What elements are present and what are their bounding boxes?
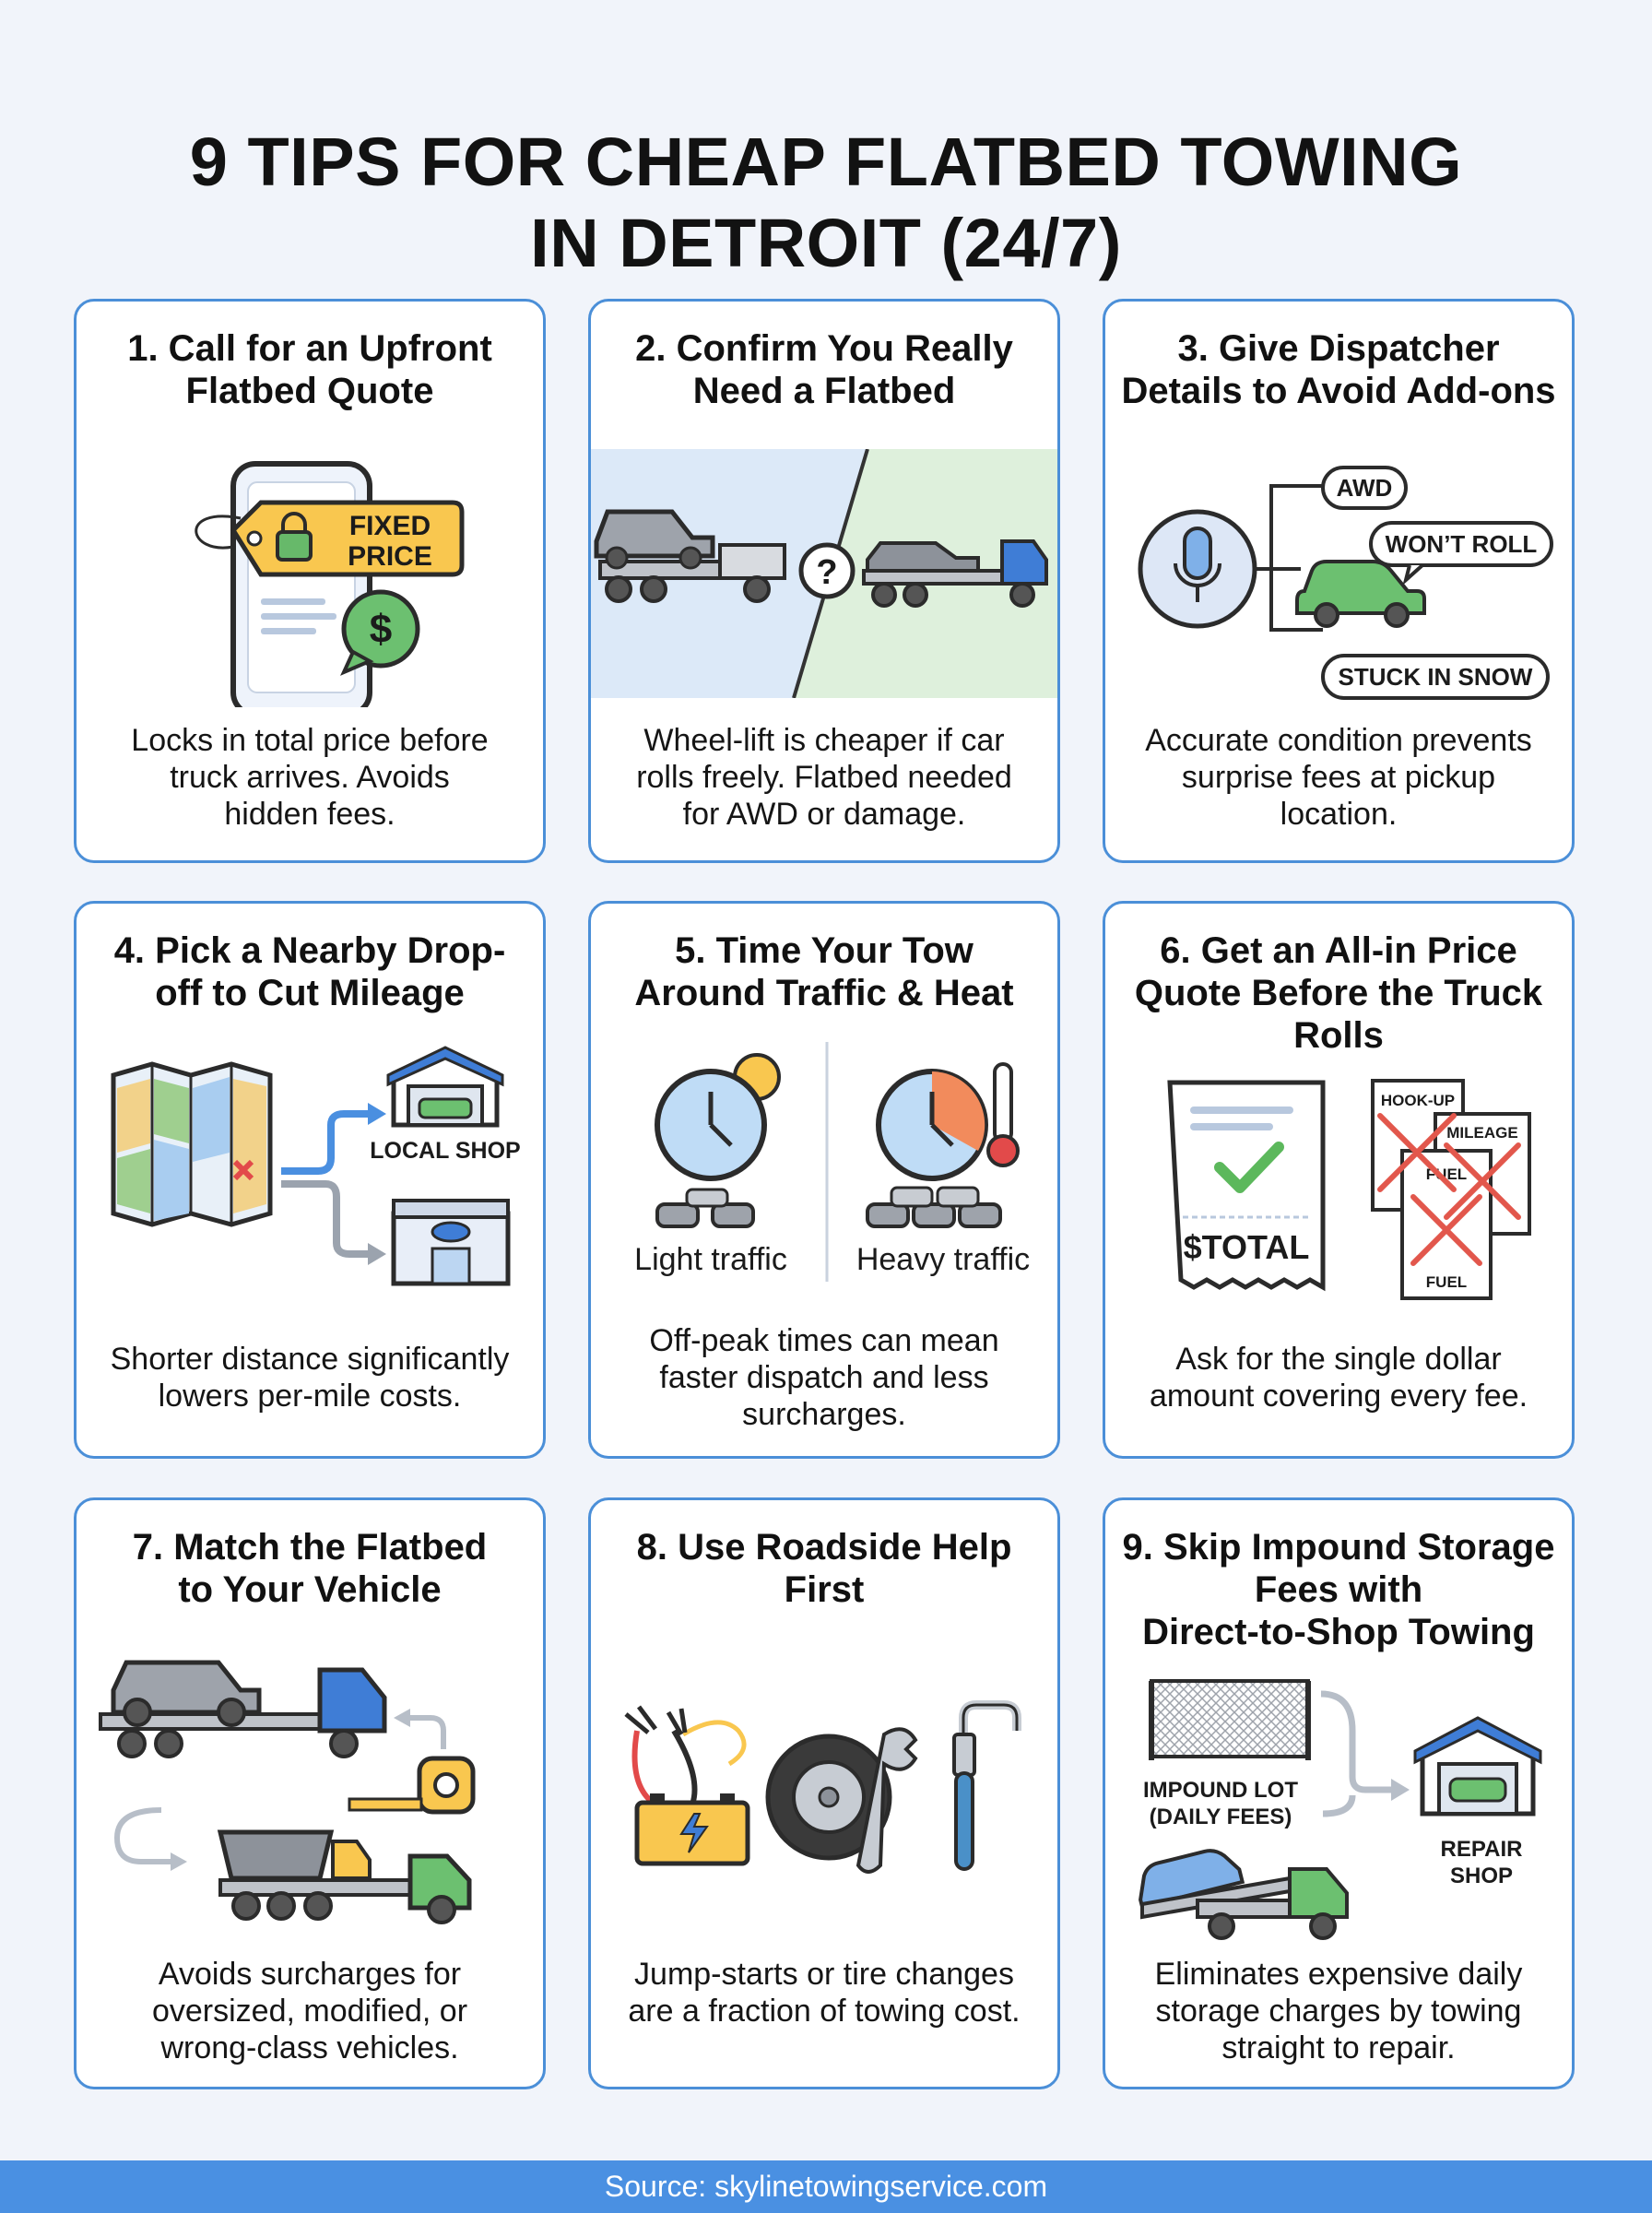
tip-card-9-title: 9. Skip Impound Storage Fees with Direct…	[1122, 1527, 1555, 1652]
wheel-lift-vs-flatbed-illustration: ?	[591, 449, 1057, 698]
page-title: 9 TIPS FOR CHEAP FLATBED TOWING IN DETRO…	[0, 122, 1652, 284]
tag-label-line-1: FIXED	[349, 511, 431, 541]
dispatcher-details-illustration: AWD WON’T ROLL STUCK IN SNOW	[1138, 466, 1553, 700]
svg-text:AWD: AWD	[1337, 474, 1393, 502]
tip-card-2: 2. Confirm You Really Need a Flatbed ?	[588, 299, 1060, 863]
tire-wrench-icon	[765, 1727, 918, 1874]
source-footer: Source: skylinetowingservice.com	[0, 2160, 1652, 2213]
garage-icon	[386, 1046, 504, 1128]
impound-lot-label-2: (DAILY FEES)	[1150, 1805, 1292, 1829]
bubble-stuck-in-snow: STUCK IN SNOW	[1321, 654, 1550, 700]
impound-fence-icon	[1149, 1679, 1311, 1760]
repair-shop-label-2: SHOP	[1450, 1864, 1513, 1888]
bubble-awd: AWD	[1321, 466, 1408, 510]
wheel-lift-truck-icon	[594, 509, 786, 603]
car-icon	[1295, 560, 1426, 628]
cross-icon	[1377, 1113, 1521, 1266]
lock-icon	[276, 512, 313, 562]
tow-truck-icon	[1139, 1849, 1349, 1940]
roadside-help-illustration	[624, 1700, 1021, 1874]
tip-card-3: 3. Give Dispatcher Details to Avoid Add-…	[1103, 299, 1575, 863]
tip-card-6-desc: Ask for the single dollar amount coverin…	[1149, 1342, 1528, 1414]
svg-text:HOOK-UP: HOOK-UP	[1381, 1092, 1455, 1109]
question-icon: ?	[798, 542, 856, 599]
bubble-wont-roll: WON’T ROLL	[1369, 521, 1553, 586]
tip-card-5: 5. Time Your Tow Around Traffic & Heat L…	[588, 901, 1060, 1459]
match-flatbed-illustration	[99, 1660, 476, 1924]
lockout-tool-icon	[952, 1700, 1021, 1871]
svg-text:$: $	[370, 607, 392, 652]
impound-skip-illustration: IMPOUND LOT (DAILY FEES) REPAIR SHOP	[1139, 1679, 1542, 1940]
svg-text:FUEL: FUEL	[1426, 1273, 1467, 1291]
svg-text:WON’T ROLL: WON’T ROLL	[1386, 530, 1538, 558]
tip-card-4-title: 4. Pick a Nearby Drop- off to Cut Mileag…	[113, 930, 506, 1013]
tip-card-7: 7. Match the Flatbed to Your Vehicle	[74, 1497, 546, 2089]
tip-card-9: 9. Skip Impound Storage Fees with Direct…	[1103, 1497, 1575, 2089]
source-link[interactable]: Source: skylinetowingservice.com	[604, 2170, 1048, 2203]
tip-card-4: 4. Pick a Nearby Drop- off to Cut Mileag…	[74, 901, 546, 1459]
tip-card-6: 6. Get an All-in Price Quote Before the …	[1103, 901, 1575, 1459]
tip-card-5-desc: Off-peak times can mean faster dispatch …	[649, 1323, 999, 1432]
tip-card-1: 1. Call for an Upfront Flatbed Quote FIX…	[74, 299, 546, 863]
tip-card-2-title: 2. Confirm You Really Need a Flatbed	[635, 328, 1013, 411]
tip-card-8-desc: Jump-starts or tire changes are a fracti…	[628, 1957, 1021, 2029]
page-title-line-2: IN DETROIT (24/7)	[530, 204, 1122, 281]
svg-text:STUCK IN SNOW: STUCK IN SNOW	[1339, 663, 1533, 691]
heavy-flatbed-icon	[217, 1829, 472, 1924]
flatbed-suv-icon	[99, 1660, 387, 1758]
tape-measure-icon	[348, 1756, 476, 1815]
tip-card-3-title: 3. Give Dispatcher Details to Avoid Add-…	[1121, 328, 1556, 411]
tip-card-1-desc: Locks in total price before truck arrive…	[131, 723, 489, 832]
flatbed-truck-icon	[862, 539, 1048, 608]
tag-label-line-2: PRICE	[348, 541, 432, 572]
tip-card-1-title: 1. Call for an Upfront Flatbed Quote	[127, 328, 492, 411]
clock-sun-icon	[655, 1053, 781, 1181]
microphone-icon	[1138, 509, 1257, 629]
fixed-price-phone-illustration: FIXED PRICE $	[195, 461, 465, 707]
map-icon	[111, 1061, 273, 1227]
local-shop-label: LOCAL SHOP	[370, 1138, 520, 1164]
clock-thermometer-icon	[876, 1062, 1020, 1181]
repair-shop-label-1: REPAIR	[1441, 1837, 1523, 1862]
tip-card-6-title: 6. Get an All-in Price Quote Before the …	[1134, 930, 1543, 1056]
light-traffic-label: Light traffic	[634, 1242, 787, 1277]
traffic-icon	[655, 1188, 755, 1228]
tip-card-9-desc: Eliminates expensive daily storage charg…	[1154, 1957, 1523, 2065]
impound-lot-label-1: IMPOUND LOT	[1143, 1778, 1298, 1803]
tip-card-8: 8. Use Roadside Help First Jump	[588, 1497, 1060, 2089]
nearby-dropoff-illustration: LOCAL SHOP	[111, 1046, 521, 1286]
heavy-traffic-icon	[866, 1186, 1002, 1228]
all-in-price-illustration: $TOTAL HOOK-UP MILEAGE FUEL FUEL	[1167, 1079, 1531, 1300]
repair-shop-icon	[1413, 1716, 1542, 1817]
check-icon	[1214, 1142, 1284, 1193]
traffic-timing-illustration: Light traffic Heavy traffic	[634, 1042, 1030, 1282]
tip-card-5-title: 5. Time Your Tow Around Traffic & Heat	[634, 930, 1014, 1013]
tip-card-8-title: 8. Use Roadside Help First	[636, 1527, 1012, 1610]
page-title-line-1: 9 TIPS FOR CHEAP FLATBED TOWING	[189, 123, 1463, 200]
svg-text:MILEAGE: MILEAGE	[1446, 1124, 1517, 1142]
tip-card-7-desc: Avoids surcharges for oversized, modifie…	[151, 1957, 468, 2065]
svg-text:?: ?	[816, 553, 837, 592]
heavy-traffic-label: Heavy traffic	[856, 1242, 1030, 1277]
tip-card-4-desc: Shorter distance significantly lowers pe…	[110, 1342, 510, 1414]
dealership-icon	[391, 1199, 511, 1286]
tip-card-3-desc: Accurate condition prevents surprise fee…	[1145, 723, 1532, 832]
tip-card-7-title: 7. Match the Flatbed to Your Vehicle	[132, 1527, 488, 1610]
battery-cables-icon	[624, 1705, 750, 1866]
dollar-bubble-icon: $	[340, 589, 420, 676]
tip-card-2-desc: Wheel-lift is cheaper if car rolls freel…	[636, 723, 1012, 832]
total-label: $TOTAL	[1184, 1228, 1310, 1266]
